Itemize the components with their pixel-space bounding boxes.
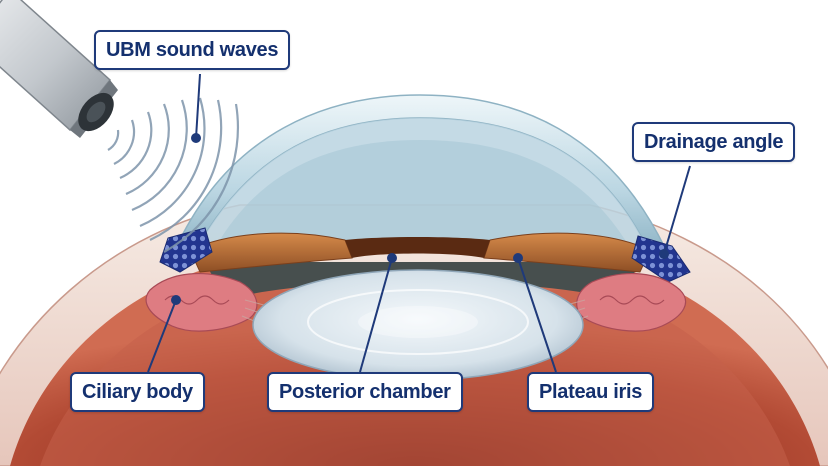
ciliary-folds-right (599, 295, 665, 305)
label-posterior-chamber: Posterior chamber (267, 372, 463, 412)
leader-lines (147, 73, 691, 373)
label-ubm-sound-waves: UBM sound waves (94, 30, 291, 70)
ciliary-body-left (145, 272, 258, 332)
label-ciliary-body: Ciliary body (70, 372, 205, 412)
lens-highlight (307, 289, 529, 355)
ultrasound-probe-icon (0, 0, 118, 138)
sound-waves (107, 97, 239, 253)
trabecular-meshwork-left (159, 227, 213, 273)
pupil (345, 237, 490, 258)
label-plateau-iris: Plateau iris (527, 372, 655, 412)
ciliary-body-right (576, 272, 686, 332)
label-drainage-angle: Drainage angle (632, 122, 796, 162)
anterior-chamber-shade (215, 140, 630, 248)
lens-core (358, 306, 478, 338)
